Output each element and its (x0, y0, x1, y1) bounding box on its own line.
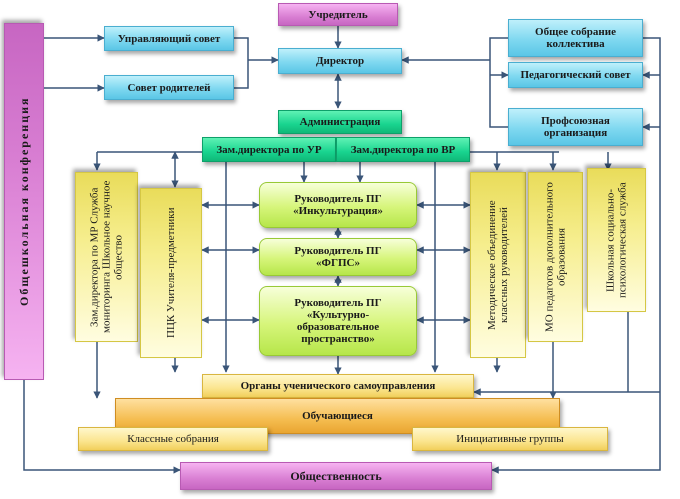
group-cultural-box: Руководитель ПГ «Культурно-образовательн… (259, 286, 417, 356)
pk-teachers-box: ПЦК Учителя-предметники (140, 188, 202, 358)
pedagogical-council-box: Педагогический совет (508, 62, 643, 88)
initiative-groups-box: Инициативные группы (412, 427, 608, 451)
founder-box: Учредитель (278, 3, 398, 26)
mo-teachers-box: МО педагогов дополнительного образования (528, 172, 583, 342)
deputy-ur-box: Зам.директора по УР (202, 137, 336, 162)
director-box: Директор (278, 48, 402, 74)
deputy-mr-box: Зам.директора по МР Служба мониторинга Ш… (75, 172, 138, 342)
deputy-vr-box: Зам.директора по ВР (336, 137, 470, 162)
governing-council-box: Управляющий совет (104, 26, 234, 51)
social-service-box: Школьная социально-психологическая служб… (587, 168, 646, 312)
student-government-box: Органы ученического самоуправления (202, 374, 474, 398)
general-meeting-box: Общее собрание коллектива (508, 19, 643, 57)
school-conference-box: Общешкольная конференция (4, 23, 44, 380)
group-fgps-box: Руководитель ПГ «ФГПС» (259, 238, 417, 276)
trade-union-box: Профсоюзная организация (508, 108, 643, 146)
parents-council-box: Совет родителей (104, 75, 234, 100)
group-inculturation-box: Руководитель ПГ «Инкультурация» (259, 182, 417, 228)
class-meetings-box: Классные собрания (78, 427, 268, 451)
method-association-box: Методическое объединение классных руково… (470, 172, 526, 358)
public-box: Общественность (180, 462, 492, 490)
administration-box: Администрация (278, 110, 402, 134)
